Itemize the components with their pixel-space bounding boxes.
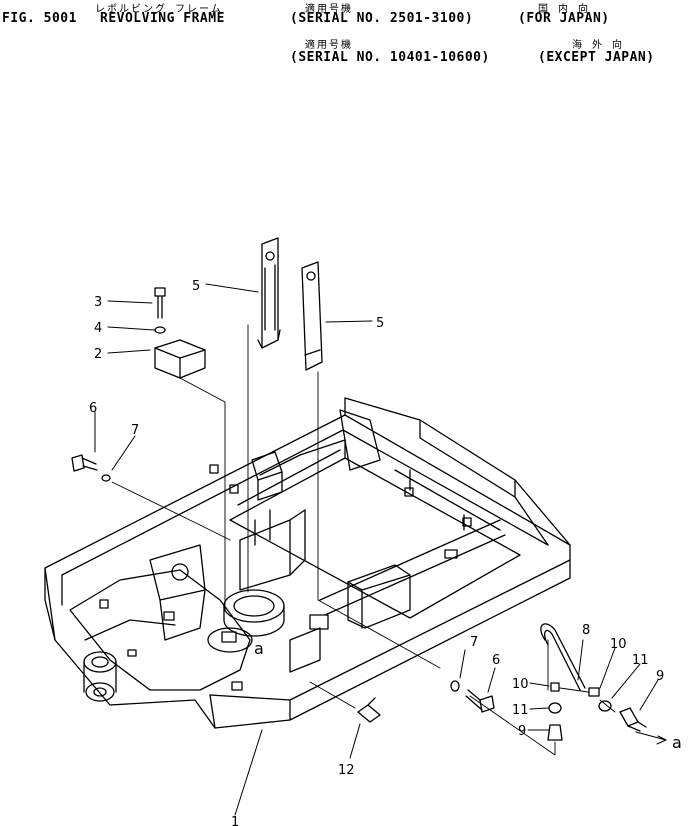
region-1: (FOR JAPAN) — [518, 11, 610, 26]
callout-10-center: 10 — [512, 677, 529, 692]
reference-a-hose: a — [672, 733, 682, 752]
part-7-washer-right — [450, 680, 460, 692]
part-8-hose — [540, 623, 586, 691]
serial-range-1: (SERIAL NO. 2501-3100) — [290, 11, 474, 26]
jp-region-1: 国 内 向 — [538, 4, 591, 15]
jp-region-2: 海 外 向 — [572, 40, 625, 51]
callout-7-left: 7 — [131, 423, 139, 438]
part-6-bolt-right — [465, 689, 495, 713]
figure-title: REVOLVING FRAME — [100, 11, 225, 26]
callout-9-right: 9 — [656, 669, 664, 684]
callout-5-left: 5 — [192, 279, 200, 294]
part-6-bolt-left — [71, 454, 98, 472]
revolving-frame-body — [44, 397, 571, 729]
callout-6-right: 6 — [492, 653, 500, 668]
part-2-block — [154, 339, 206, 379]
callout-9-center: 9 — [518, 724, 526, 739]
callout-2: 2 — [94, 347, 102, 362]
figure-number: FIG. 5001 — [2, 11, 77, 26]
assembly-lines — [111, 324, 616, 756]
part-3-bolt — [154, 287, 166, 319]
part-10-fitting-center — [550, 682, 560, 692]
callout-1: 1 — [231, 815, 239, 826]
part-5-bracket-left — [257, 237, 281, 349]
jp-title: レボルビング フレーム — [95, 4, 223, 15]
part-9-elbow-right — [619, 707, 647, 732]
callout-4: 4 — [94, 321, 102, 336]
callout-5-right: 5 — [376, 316, 384, 331]
part-10-fitting-right — [588, 687, 600, 697]
part-12-plug — [357, 697, 381, 723]
part-7-washer-left — [101, 474, 111, 482]
callout-11-right: 11 — [632, 653, 649, 668]
part-9-elbow-center — [547, 724, 563, 741]
callout-12: 12 — [338, 763, 355, 778]
jp-serial-2: 適用号機 — [305, 40, 353, 51]
part-11-fitting-center — [548, 702, 562, 714]
region-2: (EXCEPT JAPAN) — [538, 50, 655, 65]
reference-a-frame: a — [254, 639, 264, 658]
serial-range-2: (SERIAL NO. 10401-10600) — [290, 50, 490, 65]
callout-leaders — [94, 283, 667, 816]
callout-8: 8 — [582, 623, 590, 638]
part-11-fitting-right — [598, 700, 612, 712]
callout-11-center: 11 — [512, 703, 529, 718]
jp-serial-1: 適用号機 — [305, 4, 353, 15]
callout-3: 3 — [94, 295, 102, 310]
callout-10-right: 10 — [610, 637, 627, 652]
callout-6-left: 6 — [89, 401, 97, 416]
callout-7-right: 7 — [470, 635, 478, 650]
part-4-washer — [154, 326, 166, 334]
part-5-bracket-right — [301, 261, 323, 371]
